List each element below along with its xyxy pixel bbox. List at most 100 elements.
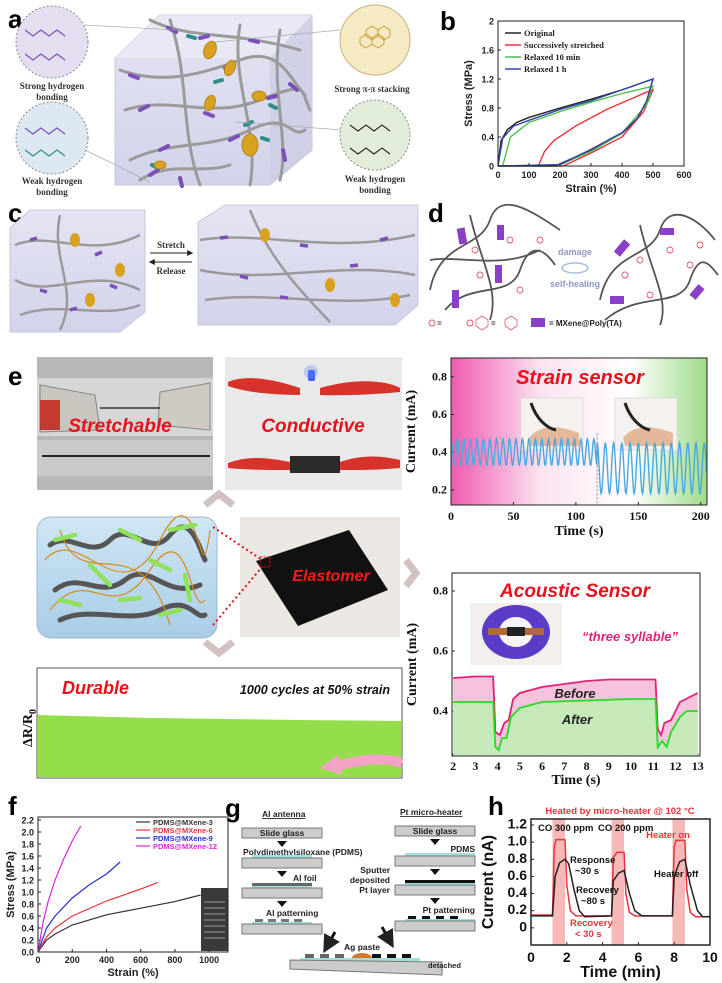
panel-a: a [8,4,411,197]
series-line-relaxed-1-h [497,77,655,167]
heater-off-label: Heater off [654,869,699,880]
y-tick-label: 0.4 [432,445,447,459]
y-tick-label: 0.2 [508,901,528,917]
plot-frame [37,816,229,953]
sensor-strip [507,627,525,636]
legend-label: PDMS@MXene-6 [153,826,213,835]
mxene-icon [531,318,545,327]
conductive-photo: Conductive [225,357,402,490]
y-tick-label: 0.6 [433,644,448,658]
panel-label-g: g [225,793,241,823]
x-tick-label: 2 [450,759,456,773]
ag-paste-label: Ag paste [344,942,380,952]
merge-arrow-right [377,926,394,949]
legend-d: = = = MXene@Poly(TA) [428,315,622,331]
legend-label: Original [524,28,555,38]
y-tick-label: 1.8 [21,840,34,850]
plot-frame [450,357,708,506]
durable-label: Durable [62,678,129,698]
series-line-heater-on [531,838,710,918]
y-tick-label: 0.6 [432,407,447,421]
y-tick-label: 0.8 [433,584,448,598]
x-tick-label: 800 [167,955,182,965]
stretch-label: Stretch [157,240,185,250]
unstretched-network-cube [9,209,146,333]
weak-hydrogen-bonding-right-label-1: Weak hydrogen [345,174,406,184]
y-tick-label: 0.4 [508,884,528,900]
poly-ta-rings [471,236,704,299]
strong-hydrogen-bonding-label-2: bonding [36,92,68,102]
al-patterning-label: Al patterning [266,908,318,918]
finger-sensor [529,402,557,432]
series-line-pdms@mxene-12 [37,825,82,953]
y-axis-label: Current (mA) [405,623,420,707]
slide-glass-label-right: Slide glass [413,826,458,836]
heater-band [611,819,625,945]
recovery-red-label-1: Recovery [570,918,613,929]
x-tick-label: 5 [517,759,523,773]
strain-sensor-title: Strain sensor [516,367,645,389]
x-tick-label: 0 [495,170,500,180]
pt-patterning-label: Pt patterning [423,905,475,915]
x-tick-label: 0 [35,955,40,965]
legend-label: PDMS@MXene-12 [153,842,217,851]
panel-d: d damage self-healing = = [428,198,719,331]
x-tick-label: 8 [670,949,678,965]
x-tick-label: 10 [625,759,637,773]
arrow-head [320,755,342,775]
mxene-flakes [452,225,705,308]
series-line-heater-off [531,858,710,918]
strong-hydrogen-bonding-label-1: Strong hydrogen [20,81,84,91]
healed-network [599,213,719,326]
y-tick-label: 0 [489,162,494,172]
x-tick-label: 8 [584,759,590,773]
y-tick-label: 0 [519,918,527,934]
series-line-after [453,698,698,752]
weak-hydrogen-bonding-left-label-1: Weak hydrogen [22,176,83,186]
sputter-label-3: Pt layer [359,885,390,895]
y-tick-label: 1.6 [21,852,34,862]
al-antenna-process: Al antenna Slide glass Polydimethylsilox… [241,809,363,935]
intact-network [429,203,561,321]
x-axis-label: Time (s) [554,524,603,539]
self-healing-label: self-healing [550,279,600,289]
panel-label-b: b [440,6,456,36]
stretchable-photo: Stretchable [37,357,213,490]
y-tick-label: 0.6 [21,912,34,922]
co300-label: CO 300 ppm [538,823,593,834]
damage-label: damage [558,247,592,257]
y-tick-label: 0.8 [21,900,34,910]
response-label-2: ~30 s [575,866,599,877]
y-tick-label: 1.6 [481,46,494,56]
y-tick-label: 0.8 [432,369,447,383]
x-tick-label: 50 [507,509,519,523]
elastomer-label: Elastomer [292,568,370,585]
y-tick-label: 0.8 [508,850,528,866]
x-tick-label: 4 [495,759,501,773]
recovery-black-label-2: ~80 s [581,896,605,907]
x-tick-label: 400 [614,170,629,180]
pdms-long-label: Polydimethylsiloxane (PDMS) [243,847,363,857]
x-tick-label: 11 [648,759,659,773]
x-tick-label: 13 [692,759,704,773]
weak-hydrogen-bonding-right-callout: Weak hydrogen bonding [234,99,411,195]
legend-label: Relaxed 10 min [524,52,580,62]
acoustic-sensor-title: Acoustic Sensor [499,581,652,602]
series-area-after [453,699,698,756]
curved-arrow [338,754,404,770]
x-tick-label: 200 [692,509,710,523]
y-axis-label: Stress (MPa) [5,851,17,918]
x-tick-label: 0 [527,949,535,965]
x-axis-label: Strain (%) [565,183,617,195]
plot-frame [497,20,685,167]
weak-hydrogen-bonding-left-callout: Weak hydrogen bonding [15,101,151,197]
x-tick-label: 150 [629,509,647,523]
x-tick-label: 1000 [199,955,219,965]
x-axis-label: Time (min) [580,964,661,981]
y-axis-label: Stress (MPa) [463,60,475,127]
